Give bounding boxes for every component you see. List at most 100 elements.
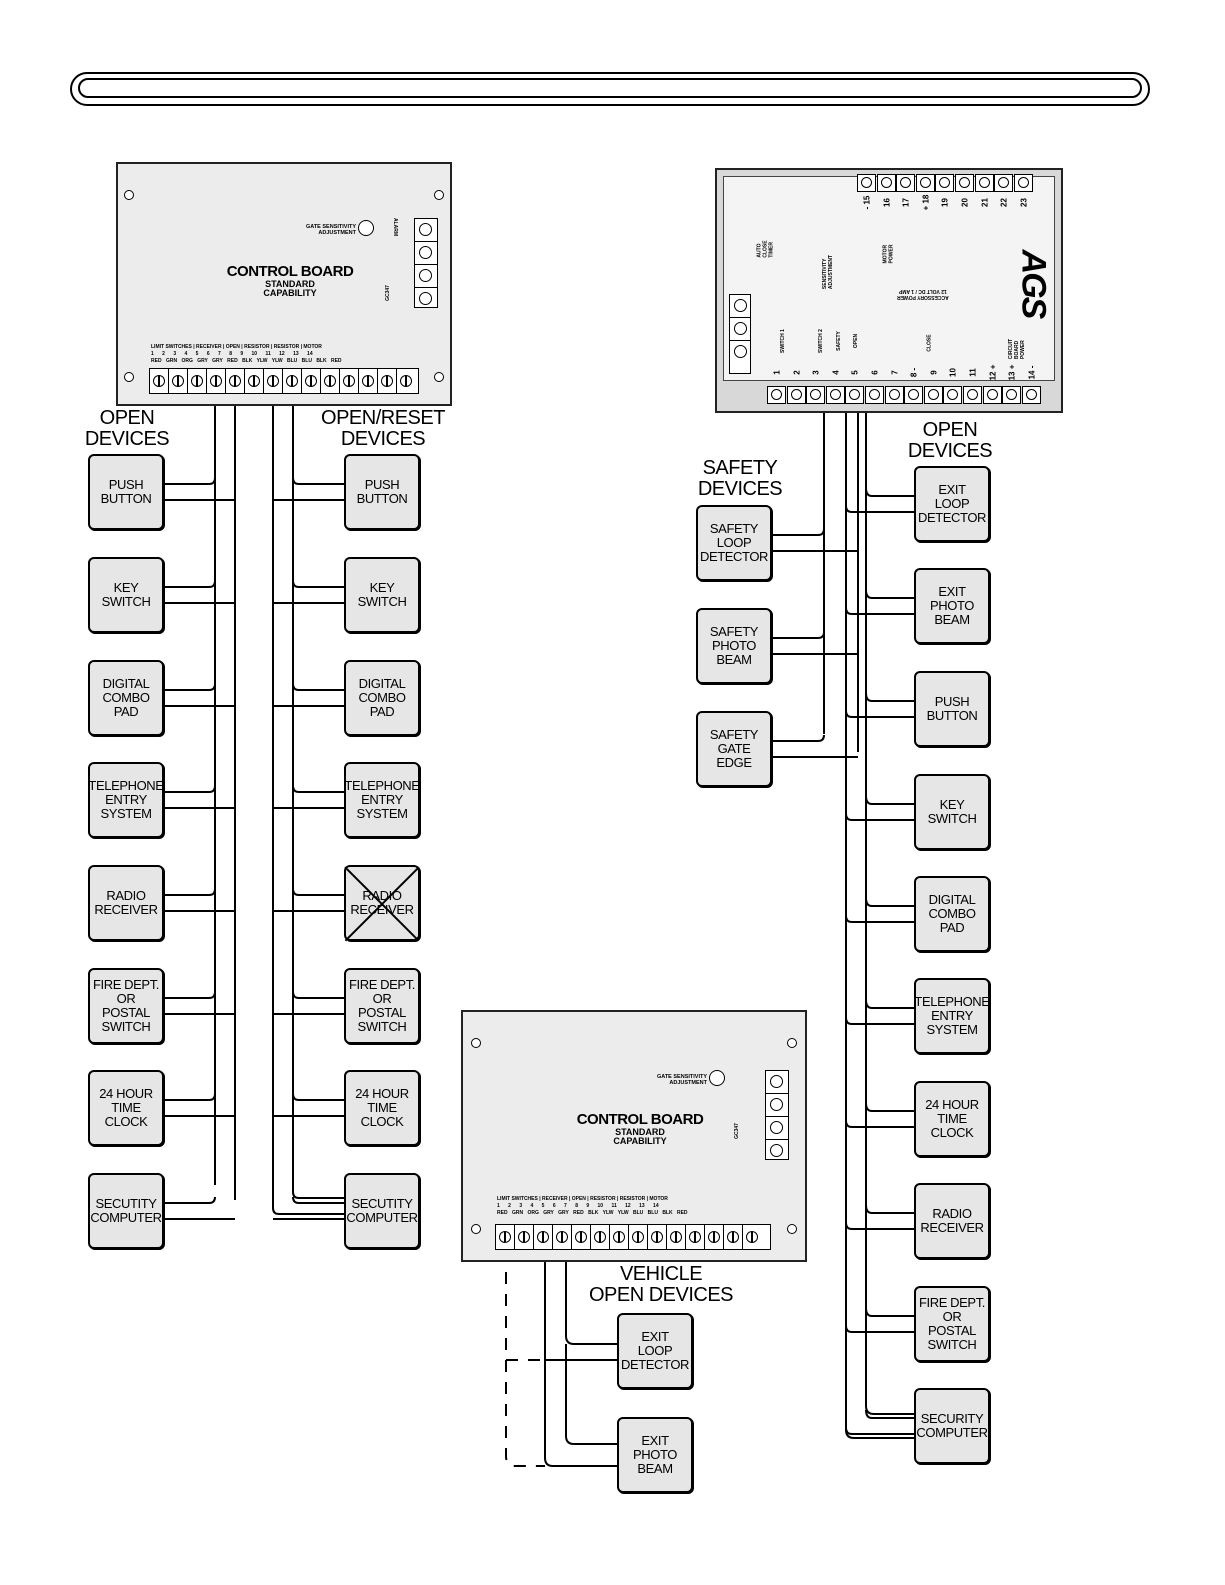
- device-label: DIGITAL COMBO PAD: [102, 675, 150, 720]
- wire: [865, 487, 914, 497]
- alarm-terminal-strip: [414, 218, 438, 308]
- wire: [865, 999, 914, 1009]
- alarm-label: ALARM: [392, 217, 399, 237]
- device-label: TELEPHONE ENTRY SYSTEM: [344, 777, 420, 822]
- wire: [845, 1120, 914, 1128]
- terminal-screw-icon: [864, 386, 884, 404]
- device-box: FIRE DEPT. OR POSTAL SWITCH: [344, 968, 420, 1044]
- terminal-screw-icon: [923, 386, 943, 404]
- device-box: EXIT LOOP DETECTOR: [617, 1313, 693, 1389]
- device-label: FIRE DEPT. OR POSTAL SWITCH: [918, 1294, 986, 1353]
- device-box: 24 HOUR TIME CLOCK: [914, 1081, 990, 1157]
- wire: [865, 589, 914, 599]
- terminal-screw-icon: [876, 174, 896, 192]
- terminal-screw-icon: [857, 174, 876, 192]
- terminal-screw-icon: [982, 386, 1002, 404]
- terminal-screw-icon: [935, 174, 955, 192]
- sensitivity-label: GATE SENSITIVITY ADJUSTMENT: [305, 224, 356, 237]
- wire: [772, 631, 825, 639]
- screw-icon: [471, 1038, 481, 1048]
- ags-logo: AGS: [1014, 249, 1053, 318]
- device-box: SAFETY LOOP DETECTOR: [696, 505, 772, 581]
- wire: [845, 1427, 914, 1435]
- device-box: DIGITAL COMBO PAD: [914, 876, 990, 952]
- device-box: SECUTITY COMPUTER: [344, 1173, 420, 1249]
- wire: [164, 477, 216, 485]
- terminal-strip: [149, 368, 419, 394]
- terminal-strip: [495, 1224, 771, 1250]
- device-box: FIRE DEPT. OR POSTAL SWITCH: [914, 1286, 990, 1362]
- screw-icon: [124, 190, 134, 200]
- open-devices-label: OPEN DEVICES: [84, 407, 170, 450]
- device-box: RADIO RECEIVER: [88, 865, 164, 941]
- terminal-number: 20: [960, 198, 970, 207]
- terminal-colors: RED GRN ORG GRY GRY RED BLK YLW YLW BLU …: [151, 358, 342, 364]
- wire: [292, 477, 344, 485]
- terminal-number: 19: [940, 198, 950, 207]
- terminal-screw-icon: [884, 386, 904, 404]
- terminal-screw-icon: [954, 174, 974, 192]
- device-label: PUSH BUTTON: [356, 476, 408, 506]
- terminal-number: - 15: [862, 195, 872, 210]
- switch2-label: SWITCH 2: [817, 329, 824, 353]
- terminal-screw-icon: [904, 386, 924, 404]
- wire: [865, 408, 914, 1415]
- device-box: KEY SWITCH: [88, 557, 164, 633]
- alarm-terminal-strip: [765, 1070, 789, 1160]
- wire: [865, 1204, 914, 1214]
- terminal-numbers: 1 2 3 4 5 6 7 8 9 10 11 12 13 14: [497, 1203, 659, 1209]
- device-box: SECURITY COMPUTER: [914, 1388, 990, 1464]
- terminal-screw-icon: [1013, 174, 1033, 192]
- terminal-number: 22: [999, 198, 1009, 207]
- device-label: PUSH BUTTON: [100, 476, 152, 506]
- sensitivity-knob-icon[interactable]: [358, 220, 374, 236]
- wire: [865, 897, 914, 907]
- wire: [292, 1196, 344, 1204]
- control-board-bottom: GATE SENSITIVITY ADJUSTMENT CONTROL BOAR…: [461, 1010, 807, 1262]
- wire: [292, 580, 344, 588]
- wire: [865, 1102, 914, 1112]
- device-label: SECUTITY COMPUTER: [346, 1195, 418, 1225]
- device-box: TELEPHONE ENTRY SYSTEM: [914, 978, 990, 1054]
- device-label: SAFETY GATE EDGE: [709, 726, 759, 771]
- wire: [865, 1409, 914, 1419]
- terminal-number: 10: [948, 368, 958, 377]
- device-label: RADIO RECEIVER: [350, 887, 414, 917]
- wire: [845, 813, 914, 821]
- terminal-screw-icon: [994, 174, 1014, 192]
- terminal-screw-icon: [786, 386, 806, 404]
- terminal-number: 12 +: [987, 364, 997, 381]
- wire: [292, 1093, 344, 1101]
- device-box: PUSH BUTTON: [88, 454, 164, 530]
- control-board-left: GATE SENSITIVITY ADJUSTMENT CONTROL BOAR…: [116, 162, 452, 406]
- device-label: EXIT LOOP DETECTOR: [917, 481, 987, 526]
- sensitivity-knob-icon[interactable]: [709, 1070, 725, 1086]
- board-title: CONTROL BOARD STANDARD CAPABILITY: [226, 263, 354, 299]
- wire: [772, 528, 825, 536]
- terminal-number: 4: [831, 370, 841, 375]
- device-label: RADIO RECEIVER: [920, 1205, 984, 1235]
- terminal-number: 7: [889, 370, 899, 375]
- terminal-number: 21: [979, 198, 989, 207]
- wire: [272, 392, 344, 1215]
- device-box: RADIO RECEIVER: [344, 865, 420, 941]
- terminal-screw-icon: [1021, 386, 1041, 404]
- wire: [845, 710, 914, 718]
- device-box: PUSH BUTTON: [344, 454, 420, 530]
- motor-power-label: MOTOR POWER: [882, 244, 895, 264]
- title-bar: [70, 72, 1150, 106]
- wire: [164, 683, 216, 691]
- safety-devices-label: SAFETY DEVICES: [697, 457, 783, 500]
- terminal-number: 17: [901, 198, 911, 207]
- wire: [292, 392, 344, 1199]
- wire: [865, 795, 914, 805]
- open-reset-devices-label: OPEN/RESET DEVICES: [321, 407, 445, 450]
- device-label: EXIT PHOTO BEAM: [633, 1432, 677, 1477]
- switch1-label: SWITCH 1: [779, 329, 786, 353]
- terminal-screw-icon: [767, 386, 786, 404]
- wire: [164, 1093, 216, 1101]
- device-label: DIGITAL COMBO PAD: [928, 891, 976, 936]
- device-label: SAFETY LOOP DETECTOR: [699, 520, 769, 565]
- terminal-screw-icon: [943, 386, 963, 404]
